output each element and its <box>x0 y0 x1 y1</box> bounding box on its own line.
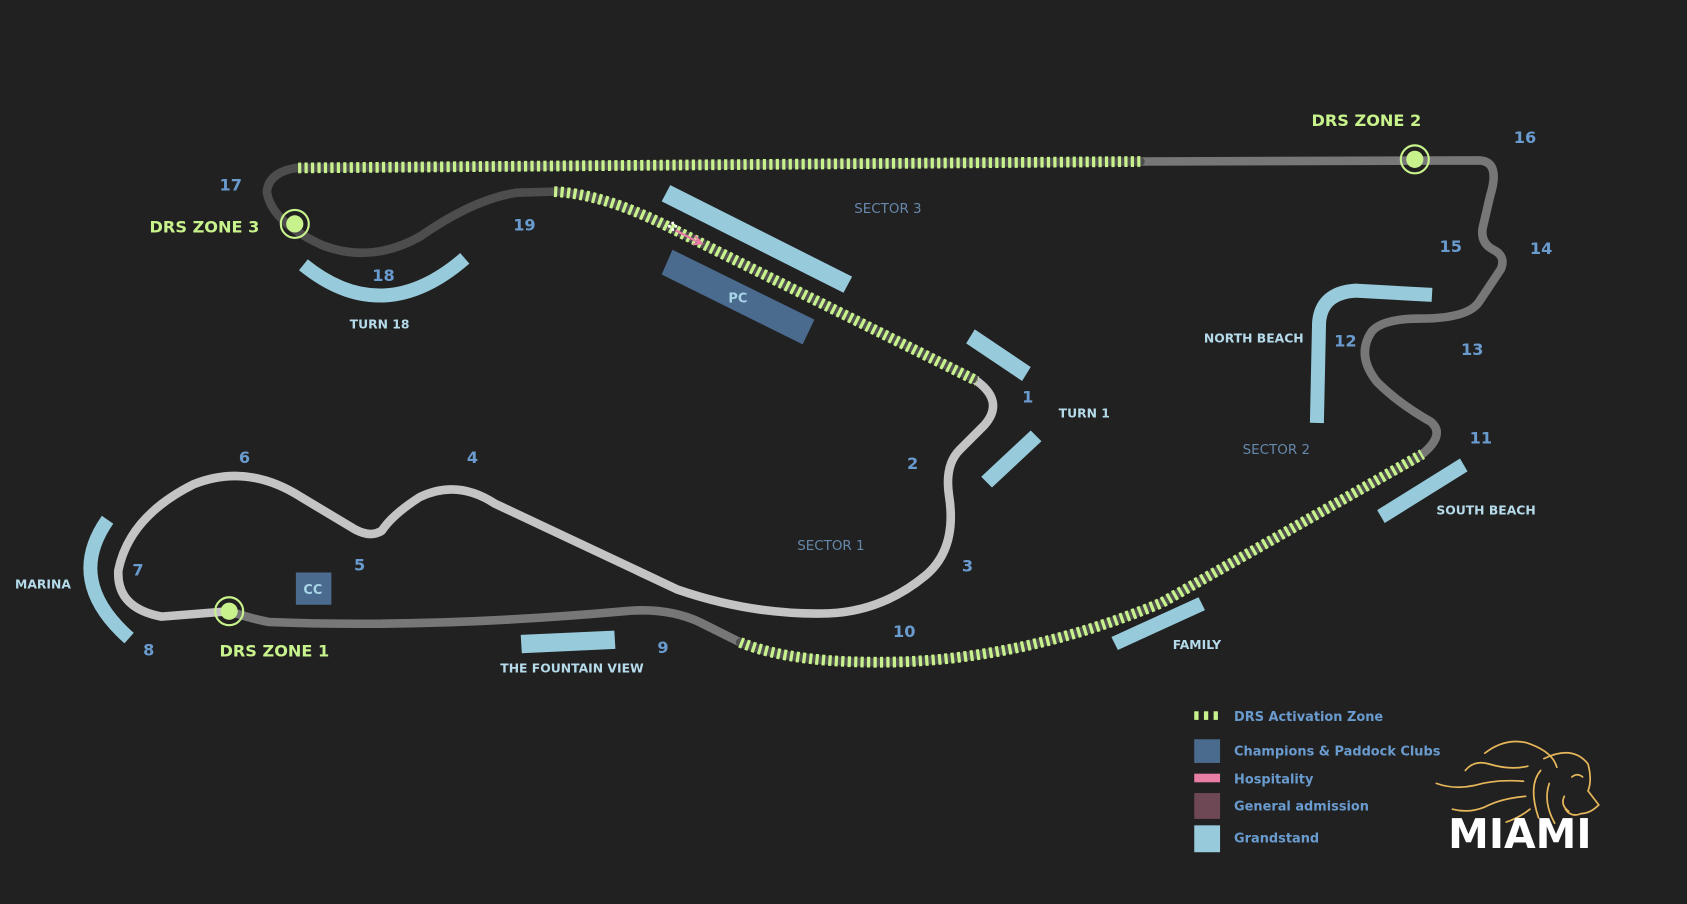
turn-6: 6 <box>239 448 250 467</box>
turn-3: 3 <box>962 556 973 575</box>
turn-2: 2 <box>907 454 918 473</box>
turn-4: 4 <box>467 448 478 467</box>
turn-19: 19 <box>513 215 535 234</box>
drs-zone-1-label: DRS ZONE 1 <box>219 641 329 660</box>
legend-hospitality-label: Hospitality <box>1234 772 1314 787</box>
paddock-club-label: PC <box>728 291 747 306</box>
grandstand-turn18-label: TURN 18 <box>350 317 410 331</box>
sector-3-label: SECTOR 3 <box>854 202 921 217</box>
turn-9: 9 <box>657 638 668 657</box>
miami-logo-text: MIAMI <box>1448 810 1591 858</box>
turn-15: 15 <box>1440 237 1462 256</box>
sector-2-label: SECTOR 2 <box>1243 443 1310 458</box>
grandstand-turn1-b[interactable] <box>981 430 1042 488</box>
turn-12: 12 <box>1334 332 1356 351</box>
start-finish-line-icon <box>668 221 678 231</box>
grandstand-south-beach[interactable] <box>1377 458 1468 524</box>
grandstand-fountain-label: THE FOUNTAIN VIEW <box>500 662 644 676</box>
turn-17: 17 <box>219 176 241 195</box>
grandstand-north-beach[interactable] <box>1309 283 1433 424</box>
paddock-club-box[interactable] <box>661 249 815 345</box>
champions-club-label: CC <box>303 583 322 598</box>
turn-8: 8 <box>143 640 154 659</box>
hospitality-legend-icon <box>1194 773 1221 783</box>
legend-drs-label: DRS Activation Zone <box>1234 710 1383 725</box>
turn-14: 14 <box>1530 239 1552 258</box>
legend-grandstand-label: Grandstand <box>1234 832 1319 847</box>
drs-zone-legend-icon <box>1194 711 1218 720</box>
grandstand-family[interactable] <box>1111 597 1205 650</box>
champions-club-box[interactable] <box>295 572 332 605</box>
drs-zone-3-label: DRS ZONE 3 <box>150 218 260 237</box>
turn-10: 10 <box>893 622 915 641</box>
turn-5: 5 <box>354 555 365 574</box>
turn-1: 1 <box>1022 388 1033 407</box>
drs-marker-3 <box>279 208 310 239</box>
lion-icon <box>1435 740 1600 825</box>
drs-zone-top-straight <box>295 156 1141 174</box>
grandstand-south-beach-label: SOUTH BEACH <box>1436 503 1535 517</box>
turn-13: 13 <box>1461 340 1483 359</box>
grandstands <box>83 185 1468 654</box>
turn-18: 18 <box>372 266 394 285</box>
drs-marker-1 <box>214 596 245 627</box>
grandstand-marina-label: MARINA <box>15 578 71 592</box>
turn-11: 11 <box>1470 428 1492 447</box>
miami-logo: MIAMI <box>1435 740 1600 858</box>
track-sector-2b <box>1136 156 1507 462</box>
grandstand-turn1-label: TURN 1 <box>1059 407 1110 421</box>
grandstand-turn18[interactable] <box>299 253 470 303</box>
legend-general-admission-label: General admission <box>1234 799 1369 814</box>
turn-7: 7 <box>132 561 143 580</box>
grandstand-fountain[interactable] <box>520 630 616 654</box>
track-main-straight <box>549 187 978 384</box>
track-sector-1 <box>114 374 998 621</box>
drs-zone-back-straight <box>738 449 1425 668</box>
drs-marker-2 <box>1399 144 1430 175</box>
track-sector-3 <box>262 163 559 258</box>
grandstand-main[interactable] <box>661 185 853 293</box>
turn-16: 16 <box>1514 128 1536 147</box>
grandstand-marina[interactable] <box>83 515 134 644</box>
legend-club-label: Champions & Paddock Clubs <box>1234 744 1441 759</box>
drs-zone-main-straight <box>553 186 980 386</box>
club-legend-icon <box>1194 739 1221 763</box>
hospitality-direction-arrow-icon <box>675 229 704 246</box>
general-admission-legend-icon <box>1194 793 1221 819</box>
grandstand-turn1-a[interactable] <box>966 329 1031 381</box>
track-sector-2a <box>224 605 745 647</box>
legend: DRS Activation Zone Champions & Paddock … <box>1194 710 1441 853</box>
grandstand-north-beach-label: NORTH BEACH <box>1204 331 1304 345</box>
grandstand-legend-icon <box>1194 825 1221 853</box>
drs-zone-2-label: DRS ZONE 2 <box>1312 111 1422 130</box>
grandstand-family-label: FAMILY <box>1173 638 1222 652</box>
sector-1-label: SECTOR 1 <box>797 539 864 554</box>
